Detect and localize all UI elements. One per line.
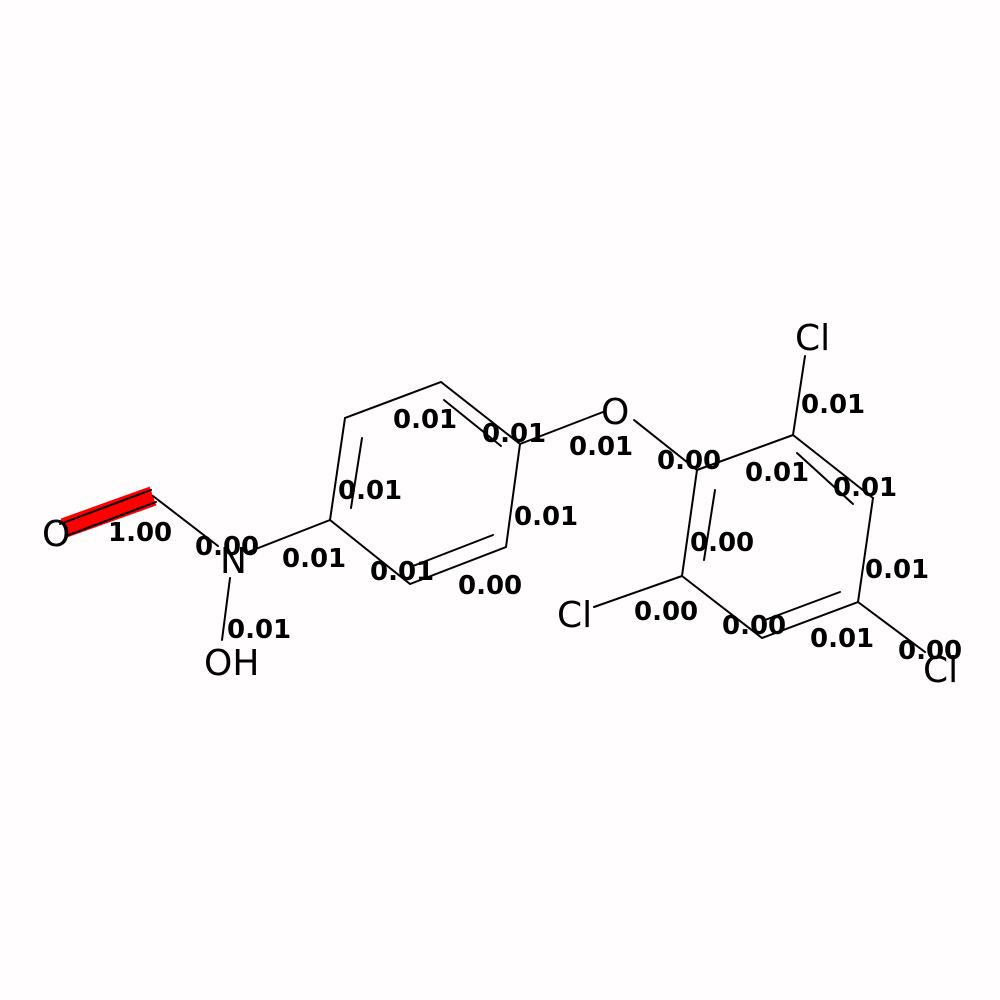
atom-cl-right: Cl	[923, 650, 958, 691]
bond-label-ring2-cl-left: 0.00	[634, 597, 698, 627]
bond-label-ring2-bottomright: 0.01	[810, 624, 874, 654]
atom-cl-top: Cl	[795, 318, 830, 359]
bond-label-o-ring2: 0.00	[657, 446, 721, 476]
ring2-double-left	[703, 489, 716, 561]
bond-c-o-line-b	[65, 501, 157, 537]
bond-label-n-oh: 0.01	[227, 615, 291, 645]
bond-ring2-cl-top	[792, 355, 806, 436]
bond-label-ring2-topright: 0.01	[833, 473, 897, 503]
bond-label-ring2-top: 0.01	[745, 458, 809, 488]
bond-label-c-n: 0.00	[195, 532, 259, 562]
ring1-double-topright	[443, 399, 502, 447]
ring1-double-bottom	[412, 534, 494, 567]
bond-label-ring2-right: 0.01	[865, 555, 929, 585]
bond-label-ring1-o: 0.01	[569, 432, 633, 462]
bond-label-ring1-right: 0.01	[514, 502, 578, 532]
bond-ring2-cl-right	[857, 601, 926, 653]
bond-label-ring2-bottomleft: 0.00	[722, 611, 786, 641]
bond-label-ring1-topright: 0.01	[482, 419, 546, 449]
bond-label-ring2-left: 0.00	[690, 528, 754, 558]
bond-ring2-cl-left	[593, 575, 683, 608]
bond-label-ring1-bottom: 0.00	[458, 571, 522, 601]
bond-ring1-o	[519, 411, 604, 445]
ring2-double-bottom	[764, 591, 841, 621]
bond-label-ring2-cl-top: 0.01	[801, 390, 865, 420]
bond-c-n	[152, 495, 219, 547]
bond-label-n-ring: 0.01	[282, 544, 346, 574]
atom-cl-left: Cl	[557, 595, 592, 636]
bond-label-ring1-left: 0.01	[338, 476, 402, 506]
atom-n: N	[220, 541, 247, 582]
bond-label-ring2-cl-right: 0.00	[898, 636, 962, 666]
atom-o-ether: O	[601, 392, 629, 433]
bond-n-oh	[221, 577, 231, 641]
bond-label-ring1-top: 0.01	[393, 405, 457, 435]
bond-n-ring1	[247, 519, 331, 553]
bond-label-c-o: 1.00	[108, 518, 172, 548]
highlight-bond-c-o	[60, 486, 157, 538]
bond-label-ring1-bottomleft: 0.01	[370, 557, 434, 587]
atom-o-terminal: O	[42, 514, 70, 555]
ring2-double-topright	[796, 452, 854, 505]
ring1-double-left	[350, 437, 363, 509]
atom-oh: OH	[204, 643, 259, 684]
bond-o-ring2	[633, 419, 698, 471]
bond-c-o-line-a	[59, 489, 152, 525]
